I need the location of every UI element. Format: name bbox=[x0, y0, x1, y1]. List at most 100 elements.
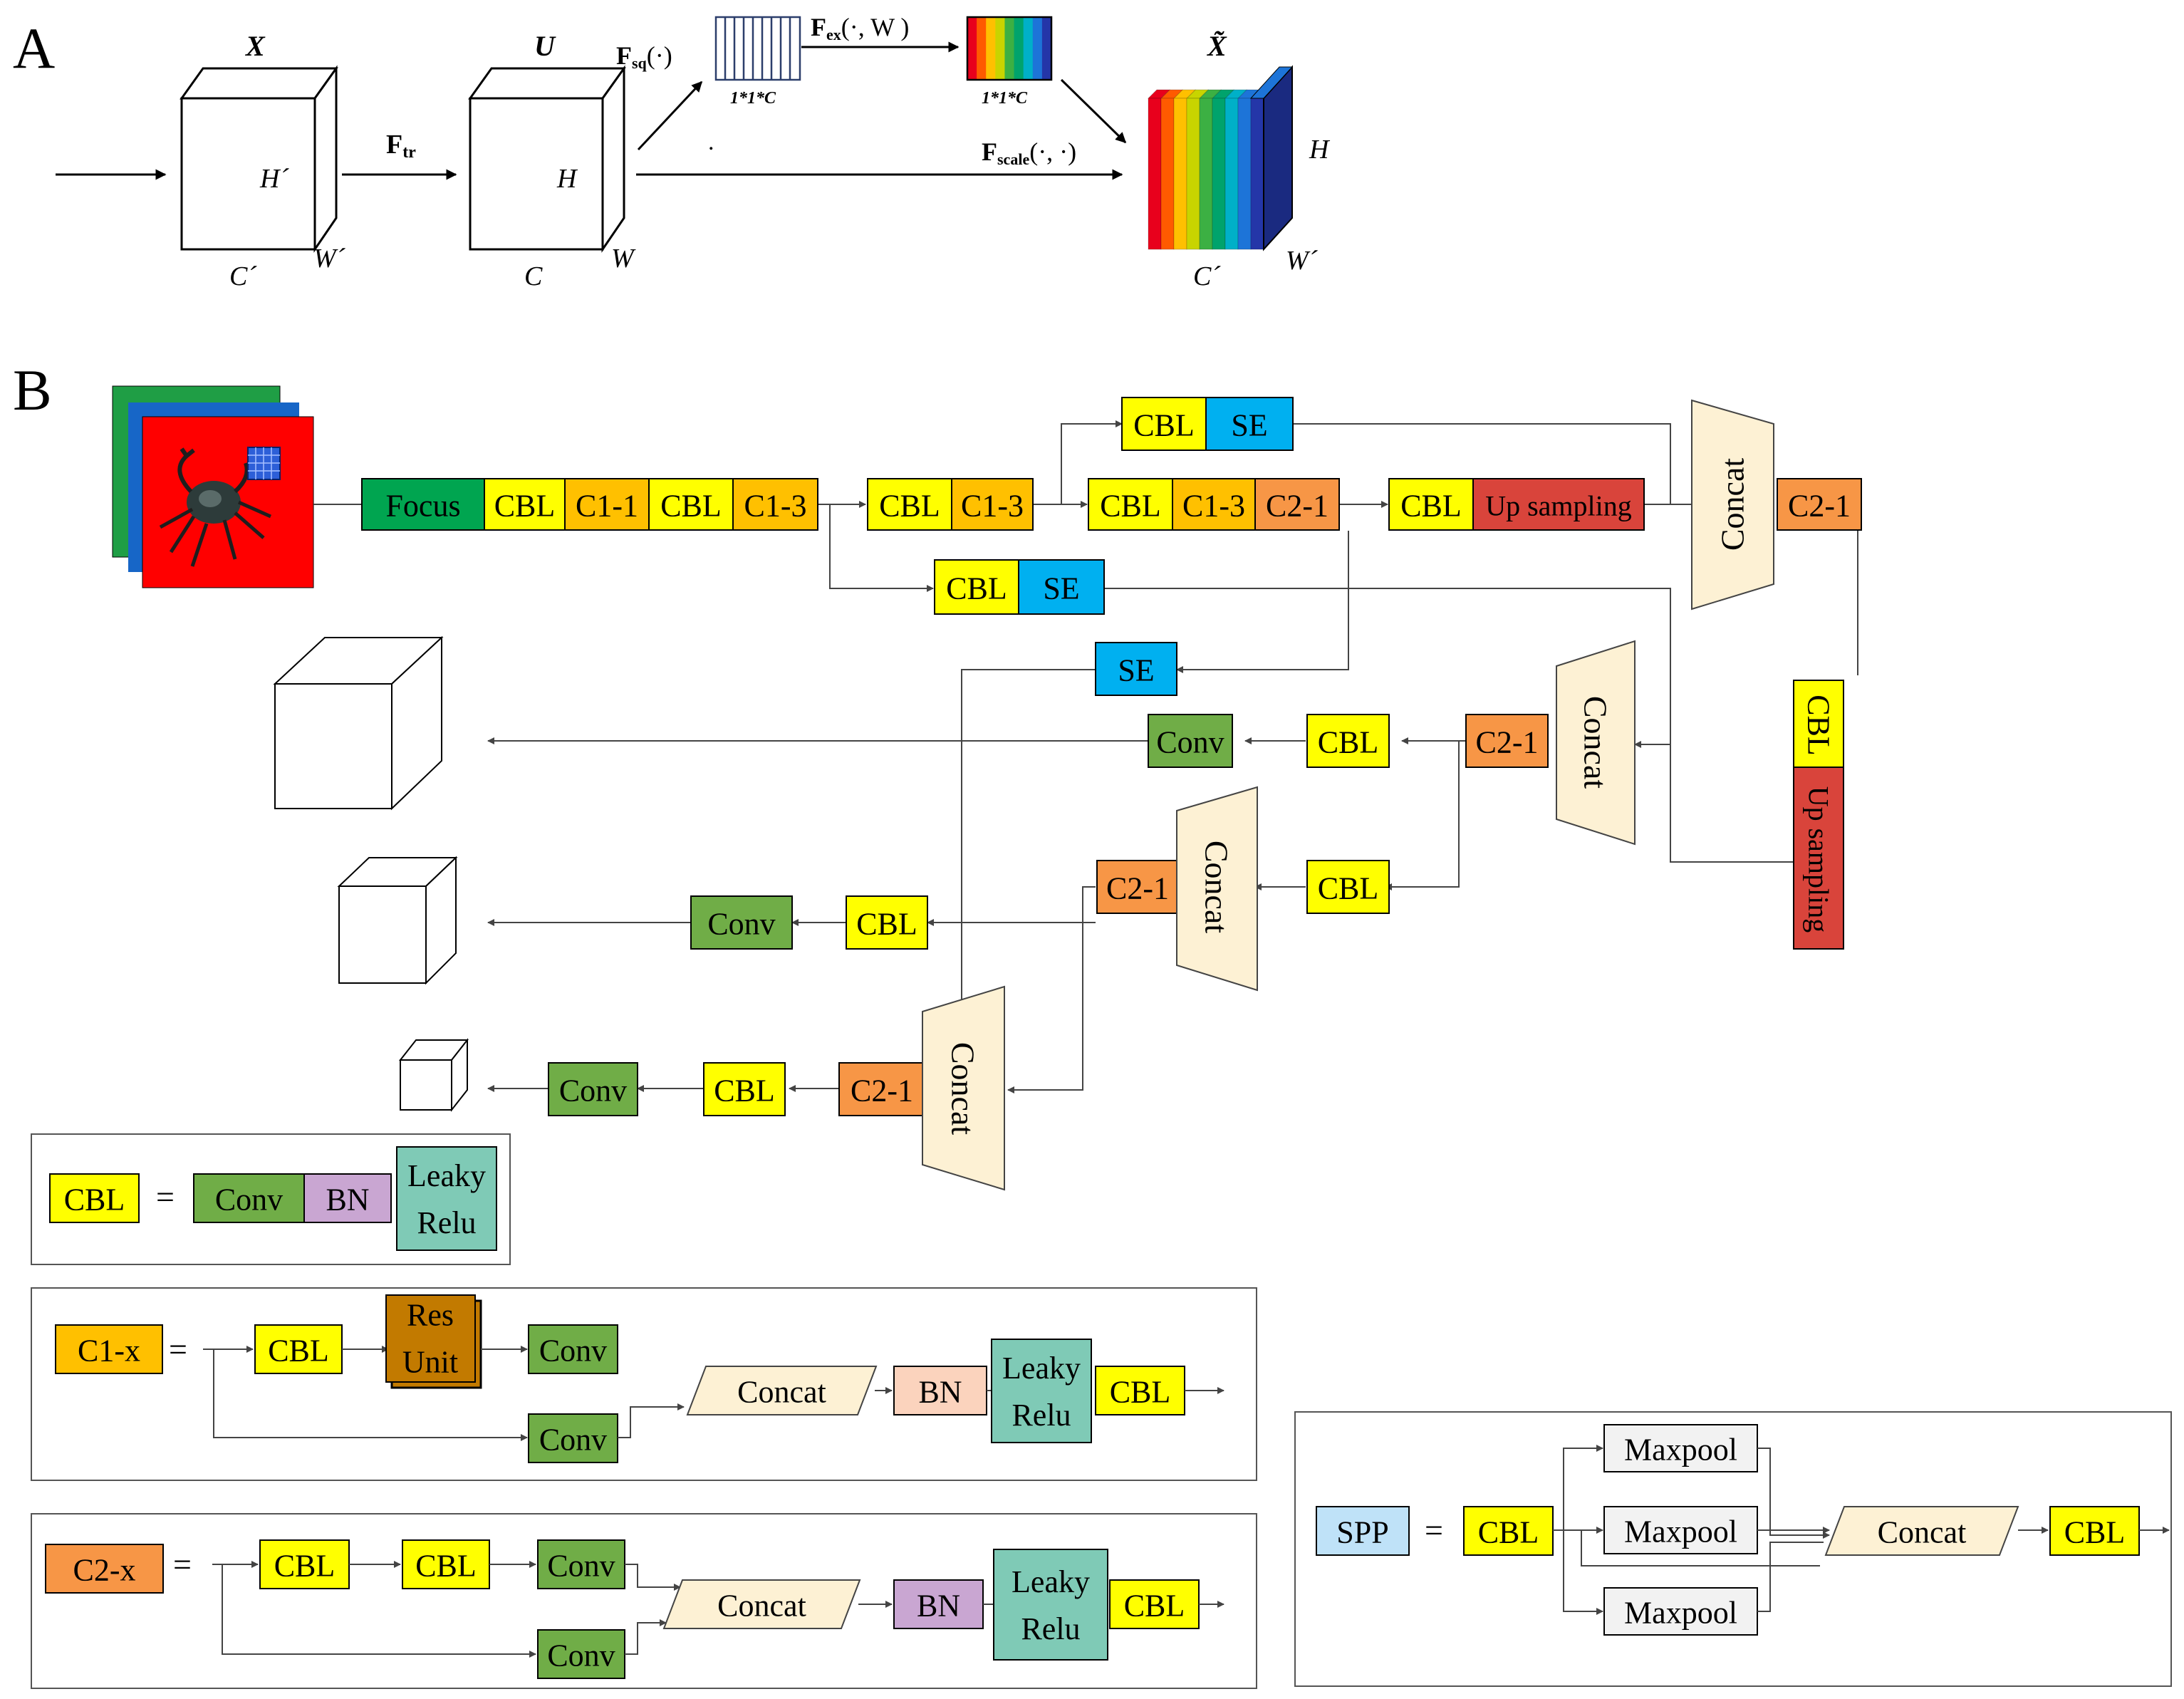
legend-c1-cbl-out: CBL bbox=[1095, 1366, 1185, 1415]
legend-connector bbox=[1581, 1530, 1820, 1566]
cbl-se-mid-cbl: CBL bbox=[934, 559, 1019, 615]
cbl-block-7-label: CBL bbox=[856, 907, 917, 942]
legend-c2-cbl-2-label: CBL bbox=[415, 1549, 477, 1584]
cbl-block-3: CBL bbox=[867, 478, 952, 531]
c2-1-block-3: C2-1 bbox=[1465, 714, 1549, 768]
legend-connector bbox=[625, 1619, 667, 1655]
output-stripe bbox=[1212, 98, 1226, 250]
legend-cbl-bn-label: BN bbox=[326, 1183, 369, 1217]
se-block-lower-label: SE bbox=[1118, 653, 1154, 688]
legend-spp-maxpool-1: Maxpool bbox=[1603, 1424, 1758, 1472]
legend-c2-cbl-out: CBL bbox=[1109, 1579, 1200, 1629]
connector-line bbox=[961, 669, 1096, 1096]
cbl-se-top-cbl-label: CBL bbox=[1133, 408, 1195, 443]
c1-3-block-2-label: C1-3 bbox=[961, 489, 1024, 524]
upsampling-block-2: Up sampling bbox=[1793, 767, 1844, 950]
legend-c2-frame bbox=[31, 1513, 1257, 1689]
legend-spp-cbl-out: CBL bbox=[2049, 1506, 2140, 1556]
connector-line bbox=[1293, 423, 1671, 504]
se-block-top-label: SE bbox=[1231, 408, 1267, 443]
scale-weight-arrow bbox=[1060, 78, 1127, 144]
se-block-lower: SE bbox=[1095, 642, 1177, 696]
cbl-block-1: CBL bbox=[484, 478, 566, 531]
legend-c1-res-line2: Unit bbox=[402, 1345, 458, 1380]
legend-c1-res bbox=[385, 1294, 476, 1383]
panel-label-b: B bbox=[13, 358, 52, 422]
concat-block-mid-label: Concat bbox=[1199, 841, 1235, 934]
c2-1-block-1: C2-1 bbox=[1254, 478, 1340, 531]
cbl-block-8-label: CBL bbox=[714, 1074, 775, 1108]
connectors bbox=[487, 420, 1858, 1096]
label-x-tilde: X̃ bbox=[1206, 30, 1227, 62]
output-stripe bbox=[1186, 98, 1200, 250]
legend-c1-name: C1-x bbox=[55, 1324, 163, 1374]
cbl-block-5: CBL bbox=[1306, 714, 1390, 768]
legend-c2-conv-2-label: Conv bbox=[547, 1638, 615, 1673]
grid-icon bbox=[247, 447, 281, 480]
legend-connector bbox=[1563, 1445, 1603, 1530]
weight-stripe bbox=[977, 17, 987, 80]
panel-label-a: A bbox=[13, 16, 55, 80]
concat-block-bottom: Concat bbox=[922, 985, 1005, 1191]
label-c-out: C´ bbox=[1193, 261, 1221, 291]
cbl-block-2: CBL bbox=[648, 478, 734, 531]
c2-1-block-2: C2-1 bbox=[1777, 478, 1862, 531]
concat-block-bottom-label: Concat bbox=[945, 1042, 982, 1136]
output-cube-medium bbox=[337, 856, 458, 985]
label-w-prime: W´ bbox=[313, 244, 346, 274]
legend-cbl-name-label: CBL bbox=[64, 1183, 125, 1217]
c2-1-block-2-label: C2-1 bbox=[1788, 489, 1851, 524]
cbl-se-top-cbl: CBL bbox=[1121, 397, 1207, 451]
legend-connector bbox=[1757, 1542, 1824, 1612]
legend-c2-bn-label: BN bbox=[917, 1589, 960, 1623]
legend-c2-name-label: C2-x bbox=[73, 1553, 136, 1588]
cbl-block-5-label: CBL bbox=[1318, 725, 1379, 760]
c1-3-block-3: C1-3 bbox=[1172, 478, 1256, 531]
legend-connector bbox=[213, 1349, 528, 1441]
upsampling-block-1-label: Up sampling bbox=[1485, 490, 1632, 522]
legend-spp-frame bbox=[1294, 1411, 2172, 1687]
legend-c2-concat-label: Concat bbox=[717, 1589, 806, 1623]
legend-cbl-bn: BN bbox=[303, 1173, 392, 1223]
conv-block-2: Conv bbox=[690, 895, 793, 950]
output-stripe bbox=[1250, 98, 1264, 250]
output-stripe bbox=[1173, 98, 1187, 250]
c1-1-block: C1-1 bbox=[564, 478, 650, 531]
conv-block-2-label: Conv bbox=[707, 907, 775, 942]
c1-3-block-1-label: C1-3 bbox=[744, 489, 807, 524]
connector-line bbox=[1104, 588, 1671, 748]
legend-spp-concat: Concat bbox=[1824, 1506, 2019, 1556]
c2-1-block-3-label: C2-1 bbox=[1476, 725, 1539, 760]
legend-c1-concat: Concat bbox=[686, 1366, 878, 1415]
legend-c1-cbl: CBL bbox=[254, 1324, 343, 1374]
concat-block-top-label: Concat bbox=[1715, 458, 1751, 551]
legend-c1-bn: BN bbox=[893, 1366, 987, 1415]
c1-3-block-2: C1-3 bbox=[951, 478, 1034, 531]
legend-spp-eq: = bbox=[1425, 1512, 1443, 1549]
conv-block-1-label: Conv bbox=[1156, 725, 1224, 760]
output-stripe bbox=[1224, 98, 1239, 250]
legend-spp-concat-label: Concat bbox=[1878, 1515, 1967, 1550]
cbl-block-up-label: CBL bbox=[1400, 489, 1462, 524]
weight-stripe bbox=[1014, 17, 1024, 80]
cbl-block-3-label: CBL bbox=[879, 489, 940, 524]
c2-1-block-5-label: C2-1 bbox=[851, 1074, 913, 1108]
weight-stripe bbox=[967, 17, 977, 80]
legend-c1-name-label: C1-x bbox=[78, 1334, 140, 1368]
legend-c1-eq: = bbox=[169, 1331, 187, 1368]
legend-spp-cbl-out-label: CBL bbox=[2064, 1515, 2126, 1550]
legend-cbl-eq: = bbox=[156, 1179, 175, 1215]
connector-line bbox=[1061, 420, 1123, 504]
output-stripe bbox=[1160, 98, 1175, 250]
conv-block-1: Conv bbox=[1148, 714, 1233, 768]
label-h-prime: H´ bbox=[259, 164, 289, 194]
legend-cbl-conv-label: Conv bbox=[215, 1183, 283, 1217]
output-stripe bbox=[1237, 98, 1252, 250]
legend-spp-maxpool-2: Maxpool bbox=[1603, 1506, 1758, 1554]
cbl-block-vertical-label: CBL bbox=[1801, 695, 1836, 756]
legend-c1-leaky-line2: Relu bbox=[1012, 1398, 1071, 1433]
cbl-block-7: CBL bbox=[846, 895, 928, 950]
